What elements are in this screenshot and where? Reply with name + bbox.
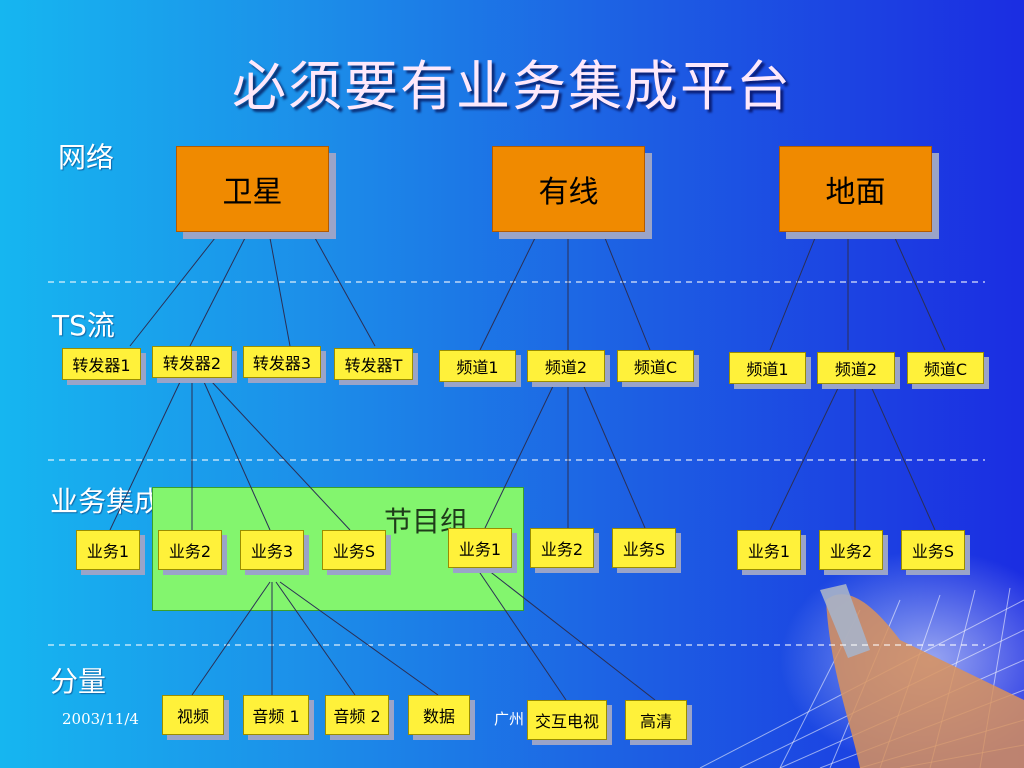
connector <box>477 569 567 701</box>
connector <box>479 237 536 351</box>
component-interactive-tv[interactable]: 交互电视 <box>527 700 607 740</box>
tree-connectors <box>109 237 946 701</box>
hand-image <box>826 594 1024 768</box>
service-satellite-3[interactable]: 业务3 <box>240 530 304 570</box>
layer-label-integration: 业务集成 <box>50 485 163 518</box>
component-audio-2[interactable]: 音频 2 <box>325 695 389 735</box>
connector <box>275 581 356 696</box>
service-cable-1[interactable]: 业务1 <box>448 528 512 568</box>
service-cable-s[interactable]: 业务S <box>612 528 676 568</box>
connector <box>189 237 246 347</box>
connector <box>279 581 439 696</box>
component-data[interactable]: 数据 <box>408 695 470 735</box>
connector <box>769 383 841 531</box>
ts-terrestrial-channel-2[interactable]: 频道2 <box>817 352 895 384</box>
layer-dividers <box>48 281 985 646</box>
ts-satellite-transponder-3[interactable]: 转发器3 <box>243 346 321 378</box>
connector <box>769 237 816 351</box>
pen-image <box>820 584 870 658</box>
ts-satellite-transponder-t[interactable]: 转发器T <box>334 348 413 380</box>
service-cable-2[interactable]: 业务2 <box>530 528 594 568</box>
connector <box>269 237 291 347</box>
layer-label-ts: TS流 <box>52 309 115 342</box>
connector <box>894 237 946 351</box>
component-video[interactable]: 视频 <box>162 695 224 735</box>
footer-organization: 广州 <box>494 710 525 728</box>
ts-terrestrial-channel-c[interactable]: 频道C <box>907 352 984 384</box>
ts-satellite-transponder-2[interactable]: 转发器2 <box>152 346 232 378</box>
connector <box>191 581 271 696</box>
service-satellite-s[interactable]: 业务S <box>322 530 386 570</box>
ts-cable-channel-1[interactable]: 频道1 <box>439 350 516 382</box>
ts-cable-channel-c[interactable]: 频道C <box>617 350 694 382</box>
connector <box>203 381 271 531</box>
component-hd[interactable]: 高清 <box>625 700 687 740</box>
network-terrestrial-box[interactable]: 地面 <box>779 146 932 232</box>
layer-label-network: 网络 <box>58 141 115 174</box>
network-cable-box[interactable]: 有线 <box>492 146 645 232</box>
layer-label-component: 分量 <box>50 665 107 698</box>
component-audio-1[interactable]: 音频 1 <box>243 695 309 735</box>
connector <box>869 383 936 531</box>
connector <box>581 381 646 529</box>
service-satellite-1[interactable]: 业务1 <box>76 530 140 570</box>
footer-date: 2003/11/4 <box>62 710 139 728</box>
ts-satellite-transponder-1[interactable]: 转发器1 <box>62 348 141 380</box>
connector <box>487 569 656 701</box>
connector <box>129 237 216 347</box>
service-satellite-2[interactable]: 业务2 <box>158 530 222 570</box>
ts-cable-channel-2[interactable]: 频道2 <box>527 350 605 382</box>
slide-title: 必须要有业务集成平台 <box>232 55 792 118</box>
connector <box>109 381 181 531</box>
connector <box>314 237 376 347</box>
service-terrestrial-1[interactable]: 业务1 <box>737 530 801 570</box>
network-satellite-box[interactable]: 卫星 <box>176 146 329 232</box>
service-terrestrial-2[interactable]: 业务2 <box>819 530 883 570</box>
connector <box>604 237 651 351</box>
ts-terrestrial-channel-1[interactable]: 频道1 <box>729 352 806 384</box>
connector <box>484 381 556 529</box>
connector <box>211 381 351 531</box>
service-terrestrial-s[interactable]: 业务S <box>901 530 965 570</box>
